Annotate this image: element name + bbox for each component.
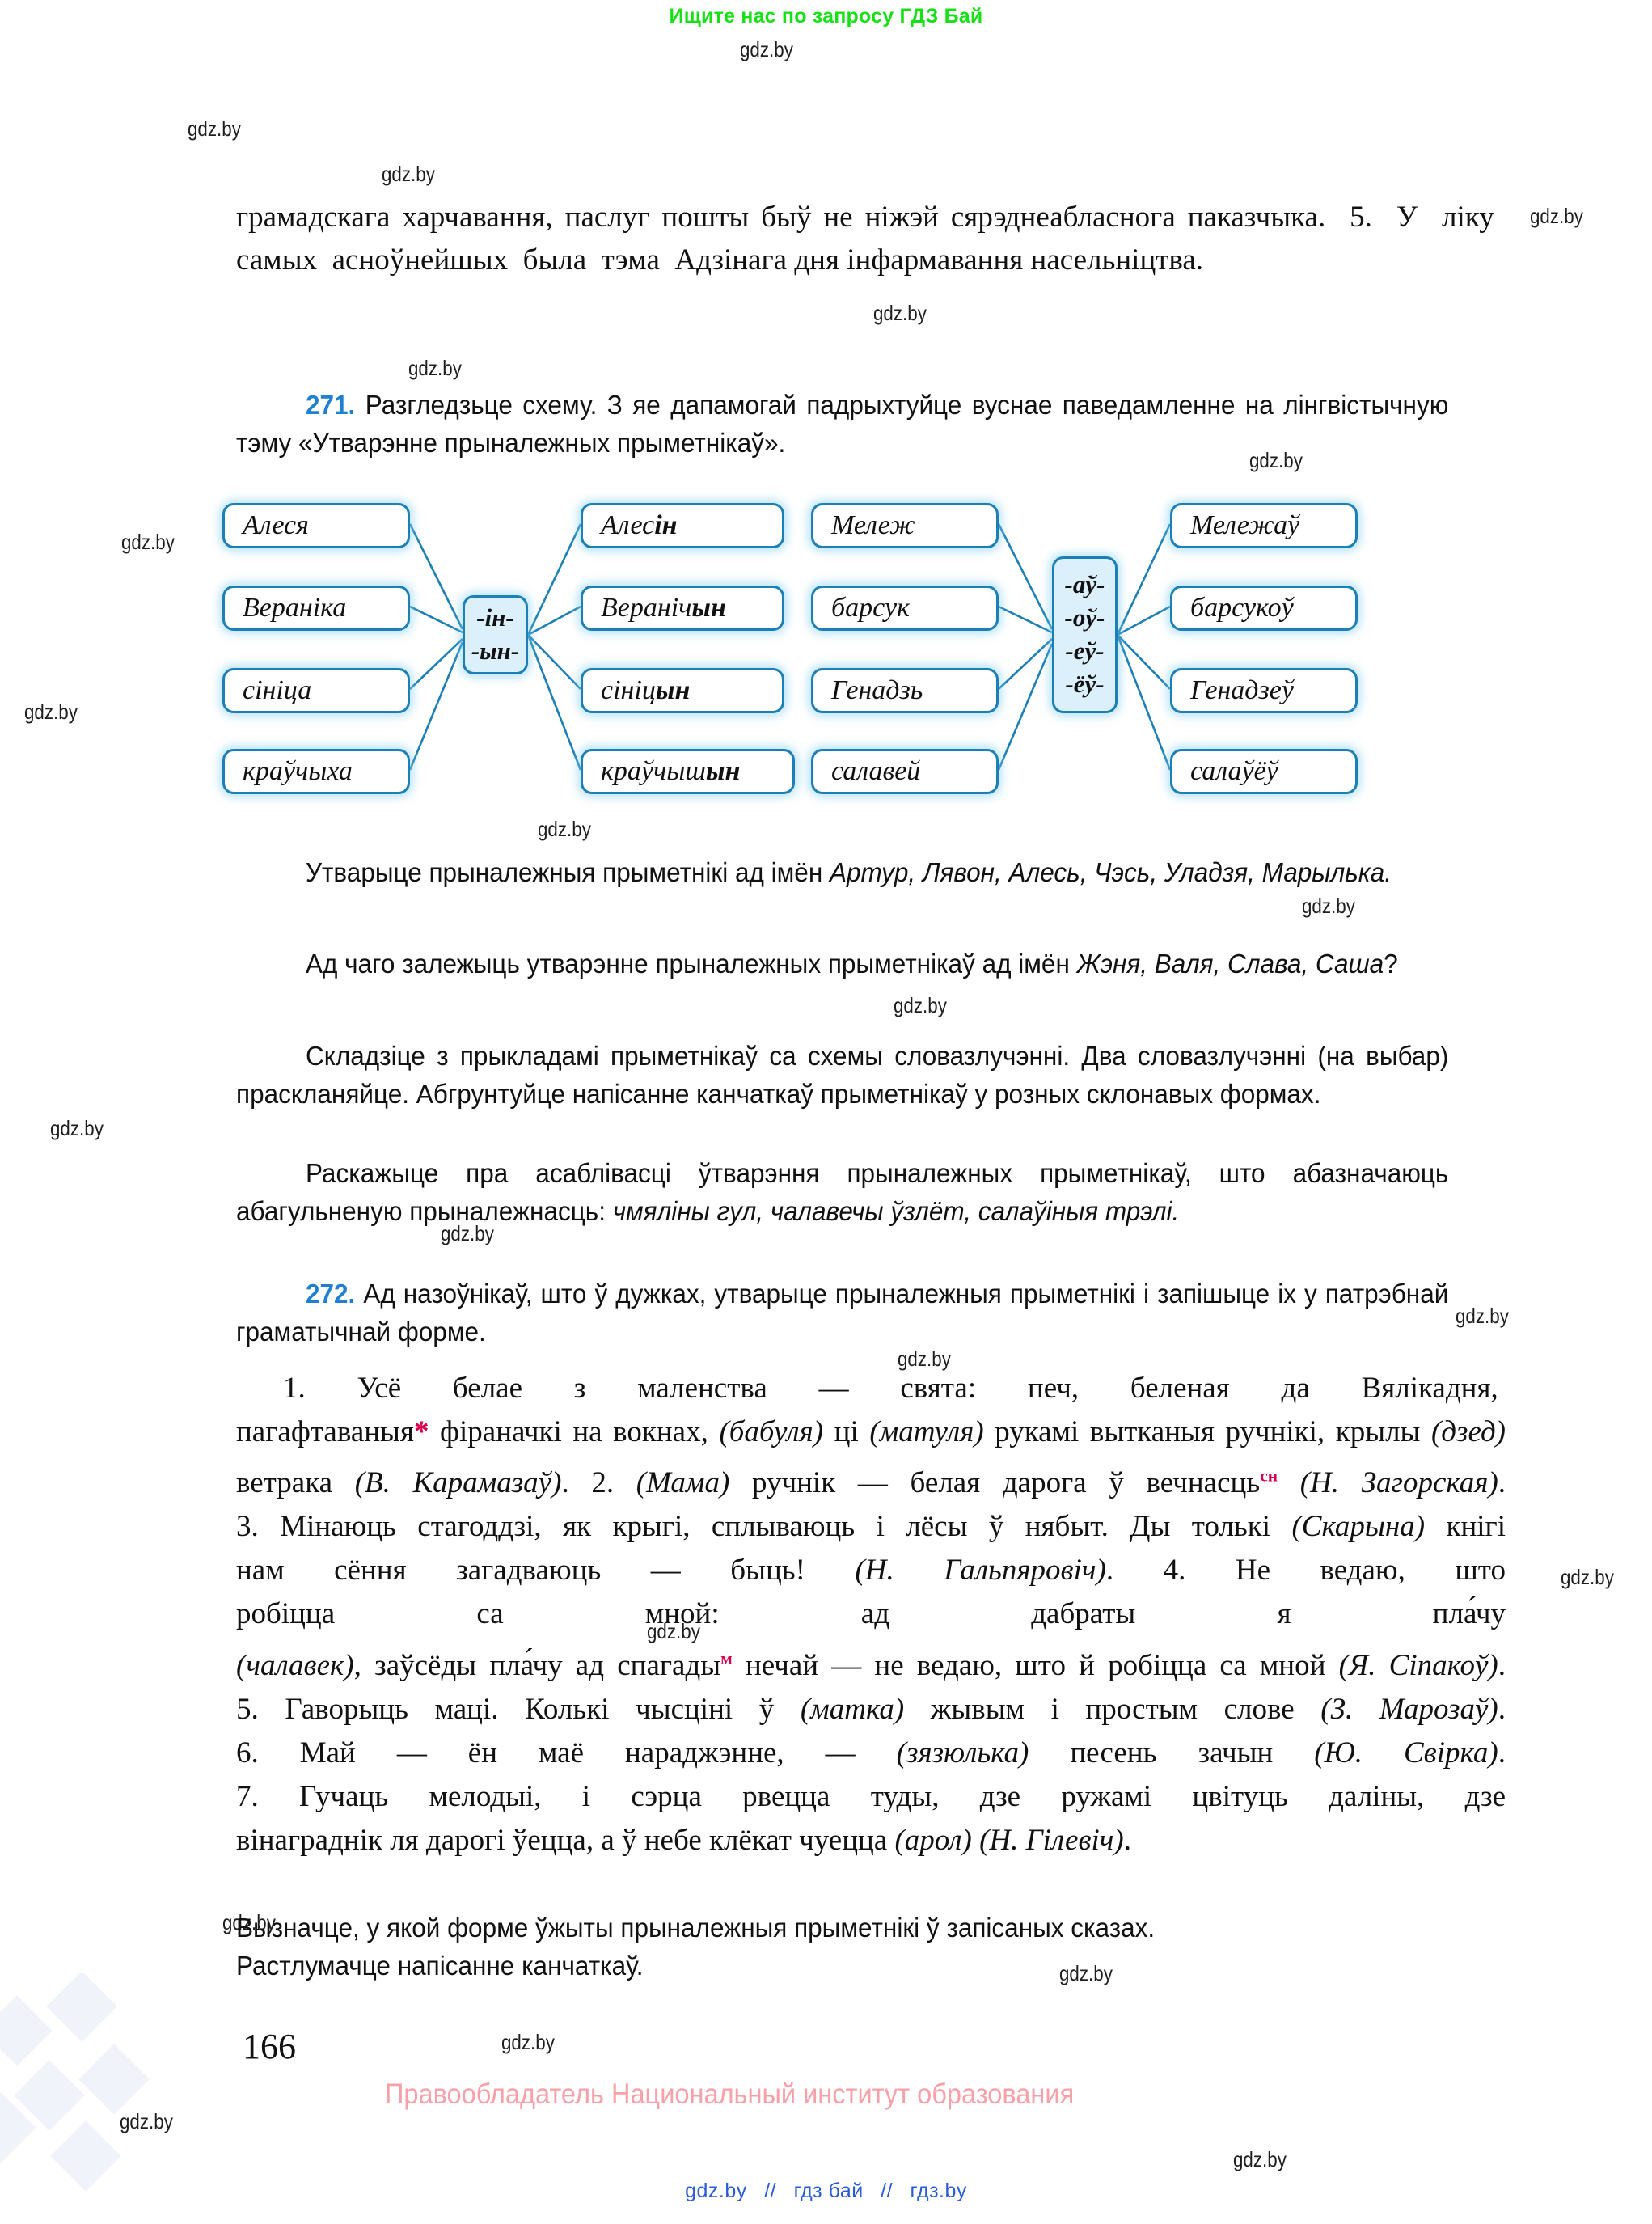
exercise-271-task-4: Раскажыце пра асаблівасці ўтварэння прын… xyxy=(236,1154,1448,1230)
exercise-271-task-3: Складзіце з прыкладамі прыметнікаў са сх… xyxy=(236,1037,1448,1113)
task-2-names: Жэня, Валя, Слава, Саша xyxy=(1076,949,1384,979)
bottom-separator: // xyxy=(881,2180,894,2202)
scheme-source-node: Генадзь xyxy=(811,668,999,713)
suffix-yn: -ын- xyxy=(471,636,520,665)
suffix-eu: -еў- xyxy=(1065,636,1105,665)
watermark: gdz.by xyxy=(188,116,241,141)
exercise-272-number: 272. xyxy=(305,1279,356,1309)
exercise-272-followups: Вызначце, у якой форме ўжыты прыналежныя… xyxy=(236,1909,1448,1985)
result-suffix: ін xyxy=(654,510,678,540)
suffix-you: -ёў- xyxy=(1065,669,1105,698)
suffix-ou: -оў- xyxy=(1064,603,1105,632)
promo-banner: Ищите нас по запросу ГДЗ Бай xyxy=(669,5,983,27)
scheme-result-node: салаўёў xyxy=(1170,749,1358,794)
task-2-qmark: ? xyxy=(1384,949,1398,979)
task-4-text: Раскажыце пра асаблівасці ўтварэння прын… xyxy=(236,1158,1449,1226)
watermark: gdz.by xyxy=(120,2109,173,2133)
continuation-text: грамадскага харчавання, паслуг пошты быў… xyxy=(236,201,1502,277)
suffix-in: -ін- xyxy=(476,603,514,632)
watermark: gdz.by xyxy=(740,37,793,61)
result-stem: Вераніч xyxy=(601,593,692,623)
task-4-examples: чмяліны гул, чалавечы ўзлёт, салаўіныя т… xyxy=(612,1196,1180,1226)
task-2-text: Ад чаго залежыць утварэнне прыналежных п… xyxy=(305,949,1077,979)
scheme-source-node: краўчыха xyxy=(222,749,410,794)
watermark: gdz.by xyxy=(382,162,435,186)
page-number: 166 xyxy=(243,2027,296,2066)
task-1-names: Артур, Лявон, Алесь, Чэсь, Уладзя, Марыл… xyxy=(829,857,1392,887)
scheme-source-node: Алеся xyxy=(222,503,410,548)
sentence-3: 3. Мінаюць стагоддзі, як крыгі, сплываюц… xyxy=(236,1510,1506,1588)
exercise-271-task-2: Ад чаго залежыць утварэнне прыналежных п… xyxy=(236,945,1448,983)
sentence-4: 4. Не ведаю, што робіцца са мной: ад даб… xyxy=(236,1554,1506,1682)
followup-2: Растлумачце напісанне канчаткаў. xyxy=(236,1951,644,1981)
watermark: gdz.by xyxy=(501,2030,555,2054)
result-suffix: ын xyxy=(655,675,691,705)
result-stem: краўчыш xyxy=(601,756,706,786)
result-suffix: ын xyxy=(691,593,726,623)
scheme-suffix-node-in-yn: -ін- -ын- xyxy=(463,595,528,674)
scheme-source-node: Вераніка xyxy=(222,586,410,631)
exercise-271-prompt: Разгледзьце схему. З яе дапамогай падрых… xyxy=(236,390,1449,458)
copyright-notice: Правообладатель Национальный институт об… xyxy=(385,2078,1075,2110)
watermark: gdz.by xyxy=(1233,2147,1287,2171)
sentence-6: 6. Май — ён маё нараджэнне, — (зязюлька)… xyxy=(236,1736,1506,1769)
exercise-271-heading: 271. Разгледзьце схему. З яе дапамогай п… xyxy=(236,386,1448,462)
scheme-result-node: барсукоў xyxy=(1170,586,1358,631)
scheme-result-node: Генадзеў xyxy=(1170,668,1358,713)
scheme-source-node: сініца xyxy=(222,668,410,713)
task-1-text: Утварыце прыналежныя прыметнікі ад імён xyxy=(305,857,830,887)
watermark: gdz.by xyxy=(24,700,78,724)
watermark: gdz.by xyxy=(121,530,175,554)
bottom-link-1[interactable]: gdz.by xyxy=(685,2180,747,2202)
watermark: gdz.by xyxy=(1530,204,1583,228)
continuation-paragraph: грамадскага харчавання, паслуг пошты быў… xyxy=(236,196,1502,281)
scheme-suffix-node-au-ou-eu-you: -аў- -оў- -еў- -ёў- xyxy=(1052,556,1118,713)
footnote-marker-sn: сн xyxy=(1260,1466,1278,1486)
scheme-source-node: барсук xyxy=(811,586,999,631)
scheme-source-node: салавей xyxy=(811,749,999,794)
bottom-link-2[interactable]: гдз бай xyxy=(793,2180,864,2202)
exercise-271-task-1: Утварыце прыналежныя прыметнікі ад імён … xyxy=(236,853,1448,891)
bottom-separator: // xyxy=(764,2180,777,2202)
scheme-connectors xyxy=(408,523,1172,771)
followup-1: Вызначце, у якой форме ўжыты прыналежныя… xyxy=(236,1913,1156,1943)
sentence-2: 2. (Мама) ручнік — белая дарога ў вечнас… xyxy=(591,1466,1506,1500)
footnote-asterisk: * xyxy=(413,1415,429,1448)
derivation-scheme: Алеся Вераніка сініца краўчыха -ін- -ын-… xyxy=(222,485,1451,794)
scheme-source-node: Мележ xyxy=(811,503,999,548)
bottom-link-3[interactable]: гдз.by xyxy=(910,2180,967,2202)
exercise-271-number: 271. xyxy=(305,390,356,420)
sentence-7: 7. Гучаць мелодыі, і сэрца рвецца туды, … xyxy=(236,1779,1506,1857)
watermark: gdz.by xyxy=(1302,894,1355,918)
watermark: gdz.by xyxy=(873,301,927,325)
watermark: gdz.by xyxy=(408,356,462,380)
watermark: gdz.by xyxy=(1456,1304,1509,1328)
sentence-1: 1. Усё белае з маленства — свята: печ, б… xyxy=(236,1372,1506,1500)
watermark: gdz.by xyxy=(50,1116,104,1140)
exercise-272-sentences: 1. Усё белае з маленства — свята: печ, б… xyxy=(236,1367,1506,1862)
watermark: gdz.by xyxy=(538,817,591,841)
suffix-au: -аў- xyxy=(1064,570,1105,599)
result-stem: сініц xyxy=(601,675,656,705)
watermark: gdz.by xyxy=(1561,1565,1614,1589)
task-3-text: Складзіце з прыкладамі прыметнікаў са сх… xyxy=(236,1041,1449,1109)
watermark: gdz.by xyxy=(894,993,947,1017)
scheme-result-node: Мележаў xyxy=(1170,503,1358,548)
result-stem: Алес xyxy=(601,510,655,540)
bottom-link-bar: gdz.by // гдз бай // гдз.by xyxy=(0,2180,1652,2203)
exercise-272-prompt: Ад назоўнікаў, што ў дужках, утварыце пр… xyxy=(236,1279,1449,1347)
sentence-5: 5. Гаворыць маці. Колькі чысціні ў (матк… xyxy=(236,1692,1506,1726)
result-suffix: ын xyxy=(705,756,741,786)
exercise-272-heading: 272. Ад назоўнікаў, што ў дужках, утвары… xyxy=(236,1275,1448,1351)
footnote-marker-m: м xyxy=(720,1648,733,1668)
